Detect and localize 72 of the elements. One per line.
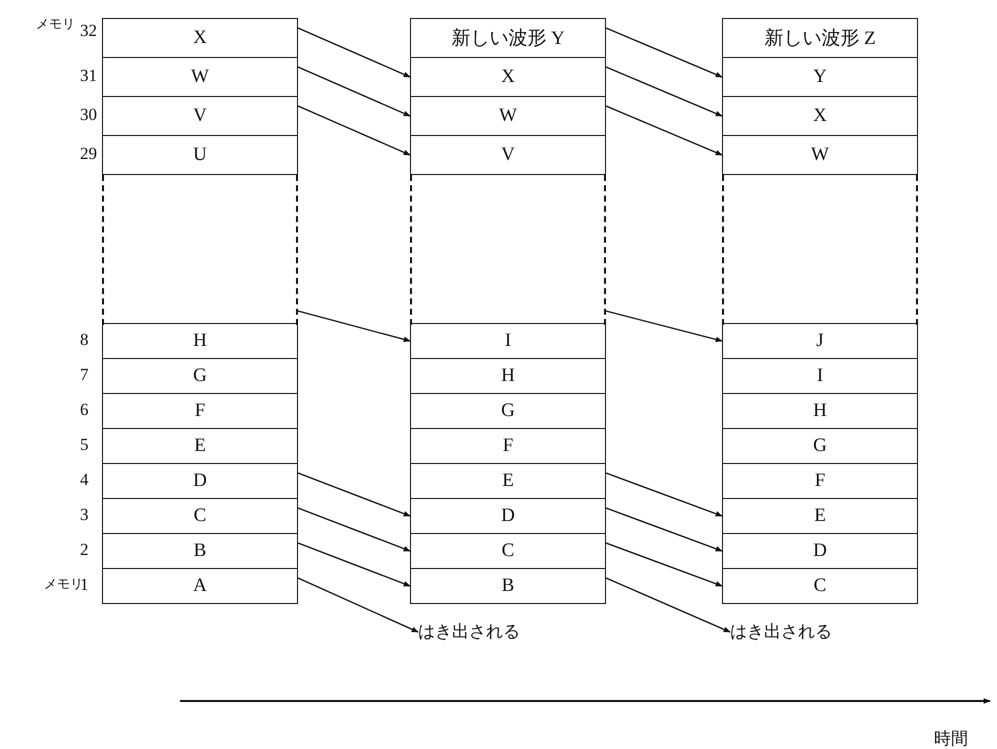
memory-cell: W [102,57,298,97]
memory-cell: H [722,393,918,429]
memory-cell: 新しい波形 Z [722,18,918,58]
arrow [298,542,411,587]
row-number: 3 [80,505,88,525]
arrow [606,507,723,552]
discarded-label: はき出される [418,620,520,643]
memory-cell: F [102,393,298,429]
row-number: 30 [80,105,97,125]
memory-cell: C [410,533,606,569]
arrow [298,507,411,552]
memory-cell: W [410,96,606,136]
arrow [606,577,731,633]
row-number: 8 [80,330,88,350]
memory-cell: X [410,57,606,97]
arrow [606,542,723,587]
row-number: 31 [80,66,97,86]
row-number: 1 [80,575,88,595]
memory-cell: D [410,498,606,534]
memory-cell: E [102,428,298,464]
dashed-gap-region [102,175,298,325]
dashed-gap-region [410,175,606,325]
arrow [298,310,411,342]
row-number: 29 [80,144,97,164]
memory-cell: G [102,358,298,394]
time-label: 時間 [934,728,968,749]
memory-cell: E [722,498,918,534]
memory-cell: X [102,18,298,58]
row-number: 2 [80,540,88,560]
row-number: 4 [80,470,88,490]
memory-cell: I [722,358,918,394]
memory-cell: X [722,96,918,136]
memory-cell: B [102,533,298,569]
memory-cell: E [410,463,606,499]
arrow [298,577,419,633]
memory-cell: H [102,323,298,359]
row-number: 32 [80,21,97,41]
memory-cell: V [102,96,298,136]
row-number: 7 [80,365,88,385]
dashed-gap-region [722,175,918,325]
memory-cell: A [102,568,298,604]
row-number: 5 [80,435,88,455]
memory-cell: C [722,568,918,604]
discarded-label: はき出される [730,620,832,643]
arrow [606,310,723,342]
memory-label: メモリ [44,575,83,593]
memory-cell: I [410,323,606,359]
arrow [298,105,411,156]
arrow [606,27,723,78]
memory-cell: H [410,358,606,394]
arrow [606,66,723,117]
memory-cell: G [410,393,606,429]
memory-cell: W [722,135,918,175]
row-number: 6 [80,400,88,420]
memory-cell: Y [722,57,918,97]
arrow [606,105,723,156]
memory-cell: F [410,428,606,464]
memory-cell: U [102,135,298,175]
arrow [298,27,411,78]
memory-cell: V [410,135,606,175]
memory-label: メモリ [36,15,75,33]
memory-cell: G [722,428,918,464]
arrow [606,472,723,517]
memory-cell: F [722,463,918,499]
memory-cell: J [722,323,918,359]
memory-cell: 新しい波形 Y [410,18,606,58]
memory-cell: D [722,533,918,569]
arrow [298,66,411,117]
memory-cell: C [102,498,298,534]
arrow [298,472,411,517]
memory-cell: B [410,568,606,604]
memory-cell: D [102,463,298,499]
